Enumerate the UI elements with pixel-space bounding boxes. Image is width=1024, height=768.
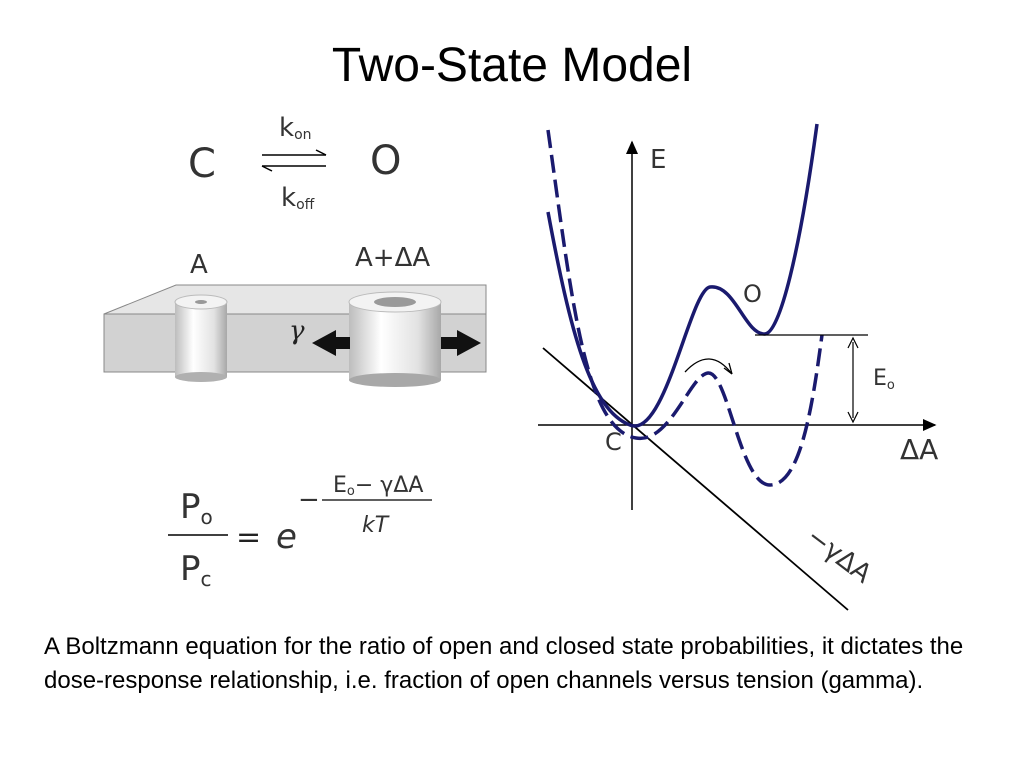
energy-curve-with-tension <box>546 129 824 487</box>
boltzmann-equation: Po Pc = e − Eo− γΔA kT <box>168 473 432 591</box>
closed-probability-symbol: Pc <box>180 549 212 591</box>
open-channel-cylinder <box>348 291 442 387</box>
energy-landscape-plot: E ΔA −γΔA Eo O C <box>538 123 938 611</box>
energy-gap-arrow <box>847 336 859 424</box>
caption: A Boltzmann equation for the ratio of op… <box>44 633 964 694</box>
state-open-label: O <box>370 138 401 184</box>
tension-symbol: γ <box>289 316 305 346</box>
membrane-illustration: A A+ΔA γ <box>103 243 487 387</box>
closed-channel-cylinder <box>174 294 228 382</box>
energy-gap-label: Eo <box>873 366 895 393</box>
rate-on-symbol: kon <box>279 113 312 143</box>
energy-axis-label: E <box>650 145 666 175</box>
tension-arrow-left <box>312 330 350 356</box>
rate-off-symbol: koff <box>281 183 315 213</box>
exponent-minus: − <box>298 485 320 515</box>
tension-energy-line <box>542 347 849 611</box>
tension-arrow-right <box>441 330 481 356</box>
kinetic-scheme: C O kon koff <box>188 113 401 213</box>
state-closed-label: C <box>188 141 216 187</box>
equals-sign: = <box>236 520 261 555</box>
area-increased-label: A+ΔA <box>355 243 430 273</box>
backward-arrow <box>261 165 326 172</box>
area-label: A <box>190 250 208 280</box>
open-probability-symbol: Po <box>180 487 213 529</box>
energy-curve-no-tension <box>546 123 819 428</box>
exponential-base: e <box>276 517 297 557</box>
slide-title: Two-State Model <box>331 39 693 92</box>
transition-arrow <box>684 358 733 375</box>
forward-arrow <box>262 149 327 156</box>
exponent-numerator: Eo− γΔA <box>333 473 423 499</box>
closed-state-label: C <box>605 428 622 456</box>
open-state-label: O <box>743 280 762 308</box>
area-change-axis-label: ΔA <box>900 433 938 466</box>
exponent-denominator: kT <box>362 513 390 538</box>
